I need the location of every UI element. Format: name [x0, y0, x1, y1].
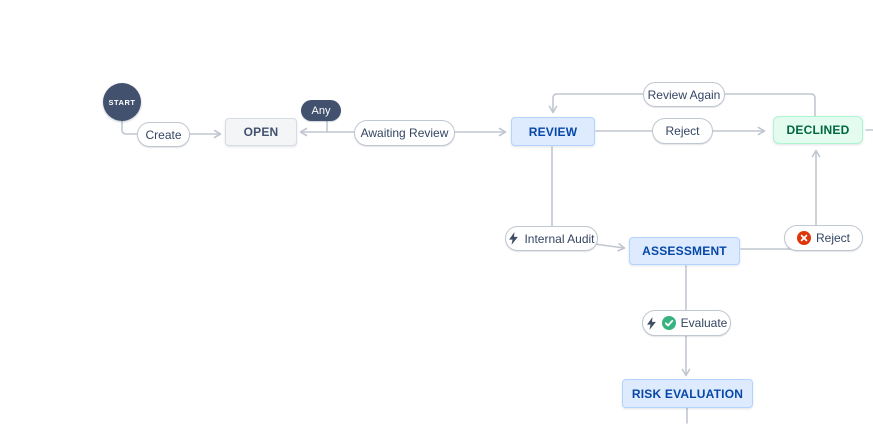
node-risk-evaluation[interactable]: RISK EVALUATION: [622, 379, 753, 408]
node-declined-label: DECLINED: [786, 123, 850, 137]
transition-review-again[interactable]: Review Again: [643, 82, 725, 107]
any-status-badge-label: Any: [311, 104, 331, 117]
error-x-circle-icon: [796, 231, 811, 245]
transition-create-label: Create: [145, 127, 182, 142]
node-risk-evaluation-label: RISK EVALUATION: [631, 386, 744, 401]
node-review-label: REVIEW: [528, 124, 578, 139]
lightning-bolt-icon: [646, 316, 657, 330]
transition-internal-audit-label: Internal Audit: [524, 231, 595, 246]
transition-awaiting-review-label: Awaiting Review: [360, 126, 449, 140]
node-start-label: START: [108, 97, 136, 107]
any-status-badge[interactable]: Any: [301, 100, 341, 121]
transition-reject-from-review[interactable]: Reject: [652, 118, 713, 144]
node-assessment[interactable]: ASSESSMENT: [629, 237, 740, 265]
transition-internal-audit[interactable]: Internal Audit: [505, 226, 598, 251]
node-open[interactable]: OPEN: [225, 118, 297, 146]
edge-create: [121, 120, 222, 139]
transition-reject-from-review-label: Reject: [665, 124, 700, 138]
lightning-bolt-icon: [508, 232, 519, 245]
transition-evaluate-label: Evaluate: [680, 316, 728, 330]
transition-reject-from-assessment-label: Reject: [815, 231, 850, 245]
transition-evaluate[interactable]: Evaluate: [642, 310, 731, 336]
node-assessment-label: ASSESSMENT: [642, 244, 727, 258]
success-check-circle-icon: [661, 316, 676, 330]
node-open-label: OPEN: [243, 125, 279, 139]
node-start[interactable]: START: [103, 83, 141, 121]
transition-create[interactable]: Create: [137, 122, 190, 147]
node-review[interactable]: REVIEW: [511, 117, 595, 146]
transition-reject-from-assessment[interactable]: Reject: [784, 225, 863, 251]
transition-review-again-label: Review Again: [647, 87, 721, 102]
node-declined[interactable]: DECLINED: [773, 116, 863, 144]
transition-awaiting-review[interactable]: Awaiting Review: [354, 120, 455, 146]
